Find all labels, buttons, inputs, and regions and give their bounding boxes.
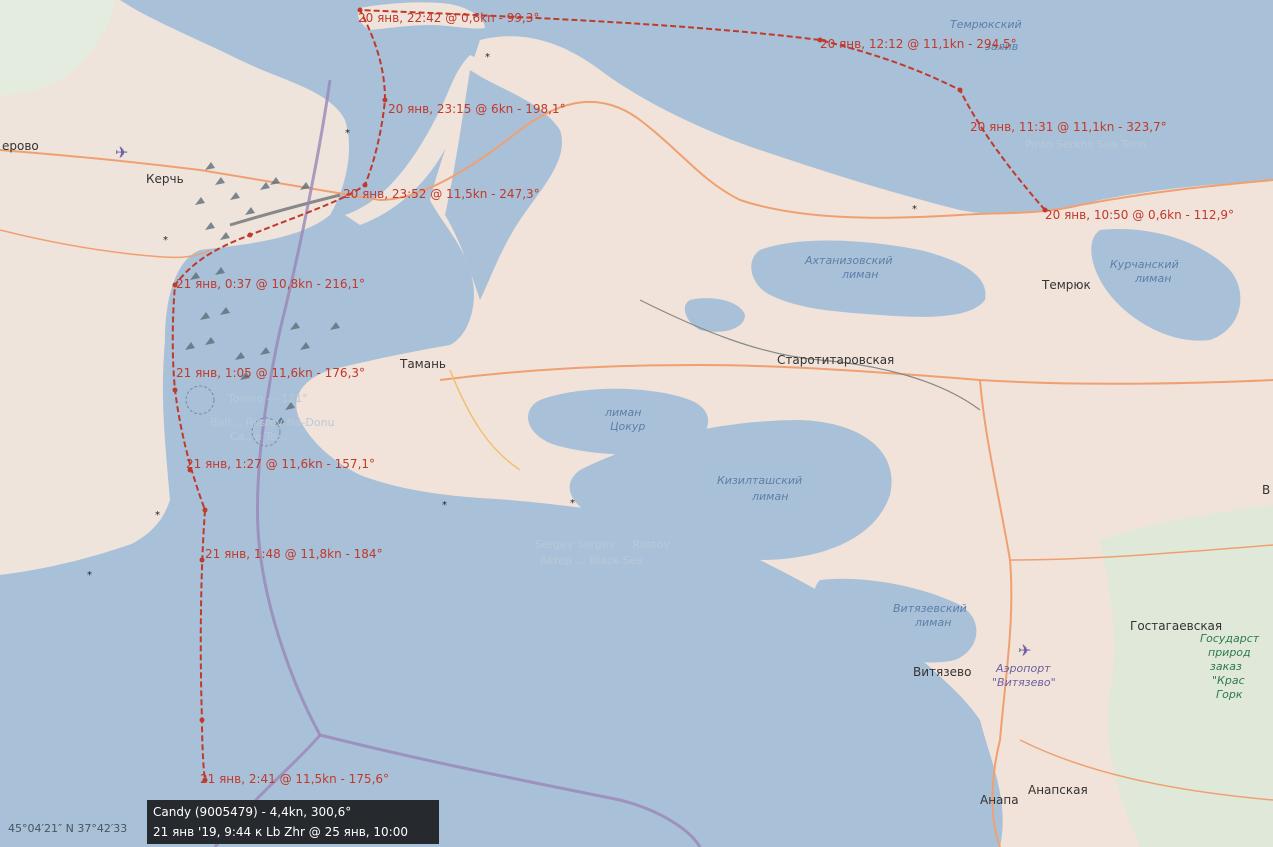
anchored-ships <box>185 162 340 425</box>
place-label-gostagaevskaya: Гостагаевская <box>1130 619 1222 633</box>
road <box>979 379 1013 847</box>
place-label-vityazevo: Витязево <box>913 665 971 679</box>
small-lake <box>684 298 745 332</box>
crimea-land <box>0 0 350 575</box>
shipping-route <box>255 79 332 736</box>
track-label[interactable]: 21 янв, 2:41 @ 11,5kn - 175,6° <box>200 772 389 786</box>
black-sea-south <box>0 488 1000 847</box>
svg-text:природ: природ <box>1208 646 1251 659</box>
coordinate-readout: 45°04′21″ N 37°42′33 <box>8 822 127 835</box>
place-label-v: В <box>1262 483 1270 497</box>
place-label-taman: Тамань <box>399 357 446 371</box>
road <box>639 299 981 411</box>
water-label-tsokur: Цокур <box>610 420 645 433</box>
tuzla-spit <box>345 55 480 225</box>
svg-text:*: * <box>345 128 350 139</box>
water-label-vityazevsky: лиман <box>914 616 951 629</box>
svg-text:*: * <box>442 500 447 511</box>
water-label-kurchansky: Курчанский <box>1110 258 1179 271</box>
ghost-label: Tonino — 121° <box>227 392 308 405</box>
chushka-spit <box>358 2 485 31</box>
place-label-anapskaya: Анапская <box>1028 783 1088 797</box>
vessel-info-line1: Candy (9005479) - 4,4kn, 300,6° <box>153 805 352 819</box>
water-label-kiziltashsky: Кизилташский <box>717 474 802 487</box>
airport-label: "Витязево" <box>992 676 1056 689</box>
svg-text:*: * <box>163 235 168 246</box>
dinskoy-bay <box>445 70 562 300</box>
ghost-label: Sergey Sergey ... Rostov <box>535 538 670 551</box>
place-label-kerch: Керчь <box>146 172 184 186</box>
track-label[interactable]: 20 янв, 23:15 @ 6kn - 198,1° <box>388 102 566 116</box>
track-label[interactable]: 21 янв, 0:37 @ 10,8kn - 216,1° <box>176 277 365 291</box>
svg-text:*: * <box>485 52 490 63</box>
road <box>1009 544 1273 561</box>
place-label-gerovo: ерово <box>2 139 39 153</box>
water-label-vityazevsky: Витязевский <box>893 602 967 615</box>
road <box>449 369 521 471</box>
ghost-label: Ca...e Te... <box>230 430 287 443</box>
place-label-starotitarovskaya: Старотитаровская <box>777 353 894 367</box>
svg-text:Государст: Государст <box>1200 632 1260 645</box>
shipping-route <box>319 733 702 847</box>
airplane-icon: ✈ <box>115 143 128 162</box>
track-label[interactable]: 20 янв, 23:52 @ 11,5kn - 247,3° <box>343 187 540 201</box>
temryuk-bay-water <box>480 0 1273 181</box>
kiziltashsky-liman <box>569 420 892 560</box>
akhtanizovsky-liman <box>751 240 986 317</box>
track-label[interactable]: 21 янв, 1:48 @ 11,8kn - 184° <box>205 547 383 561</box>
ghost-label: Pinto Serkhs Sea Tenn <box>1025 138 1146 151</box>
water-label-akhtanizovsky: лиман <box>841 268 878 281</box>
bridge <box>229 193 341 227</box>
water-label-temryuk-bay: Темрюкский <box>950 18 1022 31</box>
track-dots <box>172 7 1048 783</box>
airplane-icon: ✈ <box>1018 641 1031 660</box>
water-label-akhtanizovsky: Ахтанизовский <box>804 254 893 267</box>
ghost-label: Aktep ... Black Sea <box>540 554 643 567</box>
svg-text:*: * <box>87 570 92 581</box>
svg-text:*: * <box>155 510 160 521</box>
tsokur-liman <box>528 388 709 455</box>
reserve-label: Государст природ заказ "Крас Горк <box>1200 632 1260 701</box>
anchorage-circle <box>185 385 215 415</box>
svg-text:Горк: Горк <box>1216 688 1243 701</box>
svg-text:"Крас: "Крас <box>1212 674 1245 687</box>
track-label[interactable]: 20 янв, 10:50 @ 0,6kn - 112,9° <box>1045 208 1234 222</box>
svg-text:*: * <box>912 204 917 215</box>
svg-text:заказ: заказ <box>1210 660 1242 673</box>
track-label[interactable]: 20 янв, 11:31 @ 11,1kn - 323,7° <box>970 120 1167 134</box>
svg-text:*: * <box>570 498 575 509</box>
vessel-info-box[interactable]: Candy (9005479) - 4,4kn, 300,6° 21 янв '… <box>147 800 439 844</box>
port-markers: * * * * * * * * <box>87 52 917 581</box>
track-label[interactable]: 20 янв, 22:42 @ 0,6kn - 99,3° <box>358 11 539 25</box>
road <box>1019 739 1273 801</box>
airport-label: Аэропорт <box>995 662 1051 675</box>
track-label[interactable]: 20 янв, 12:12 @ 11,1kn - 294,5° <box>820 37 1017 51</box>
anchorage-circle <box>251 417 281 447</box>
reserve-area <box>1100 505 1273 847</box>
water-label-tsokur: лиман <box>604 406 641 419</box>
place-label-anapa: Анапа <box>980 793 1019 807</box>
track-label[interactable]: 21 янв, 1:27 @ 11,6kn - 157,1° <box>186 457 375 471</box>
road <box>0 229 211 259</box>
water-label-kurchansky: лиман <box>1134 272 1171 285</box>
vessel-info-line2: 21 янв '19, 9:44 к Lb Zhr @ 25 янв, 10:0… <box>153 825 408 839</box>
track-label[interactable]: 21 янв, 1:05 @ 11,6kn - 176,3° <box>176 366 365 380</box>
crimea-land-top <box>0 0 115 95</box>
place-label-temryuk: Темрюк <box>1041 278 1091 292</box>
kurchansky-liman <box>1091 229 1241 341</box>
water-label-kiziltashsky: лиман <box>751 490 788 503</box>
ghost-label: Balt... Rostov-Na-Donu <box>210 416 335 429</box>
road <box>439 363 1273 385</box>
water-label-temryuk-bay: залив <box>985 40 1018 53</box>
